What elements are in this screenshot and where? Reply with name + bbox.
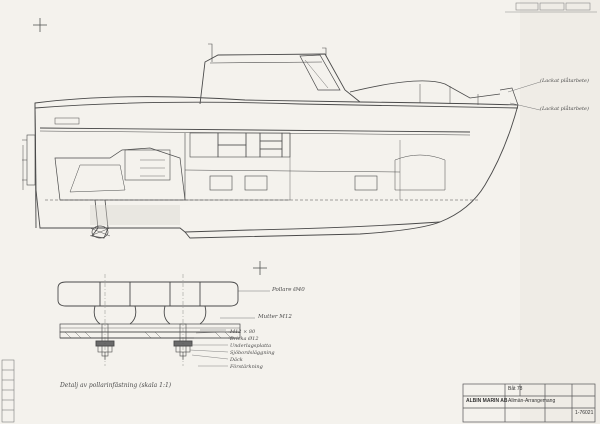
callout-bollard: Pollare Ø40 [272,287,305,293]
boat-profile [22,43,519,239]
title-block-description: Allmän-Arrangemang [508,398,556,404]
leader-lines [200,81,541,331]
left-margin-strip [1,359,15,423]
top-right-stamps [505,2,597,13]
title-block-frame [462,383,596,423]
drawing-title: Detalj av pollarinfästning (skala 1:1) [60,382,172,389]
title-block-small: Båt 78 [508,386,523,392]
callout-list-1: M12 × 80 [230,329,256,335]
callout-list-5: Däck [230,357,243,363]
title-block-company: ALBIN MARIN AB [466,398,508,404]
hull-note-b: (Lackat plåtarbete) [540,106,589,112]
registration-cross-top [33,18,47,32]
registration-cross-mid [253,261,267,275]
hull-note-a: (Lackat plåtarbete) [540,78,589,84]
callout-list-4: Sjöbordsläggning [230,350,275,356]
callout-nut: Mutter M12 [258,314,292,320]
callout-list-3: Underlagsplatta [230,343,272,349]
callout-leaders [189,331,229,367]
callout-list-2: Bricka Ø12 [230,336,259,342]
title-block-number: 1-76021 [575,410,594,416]
callout-list-6: Förstärkning [230,364,263,370]
